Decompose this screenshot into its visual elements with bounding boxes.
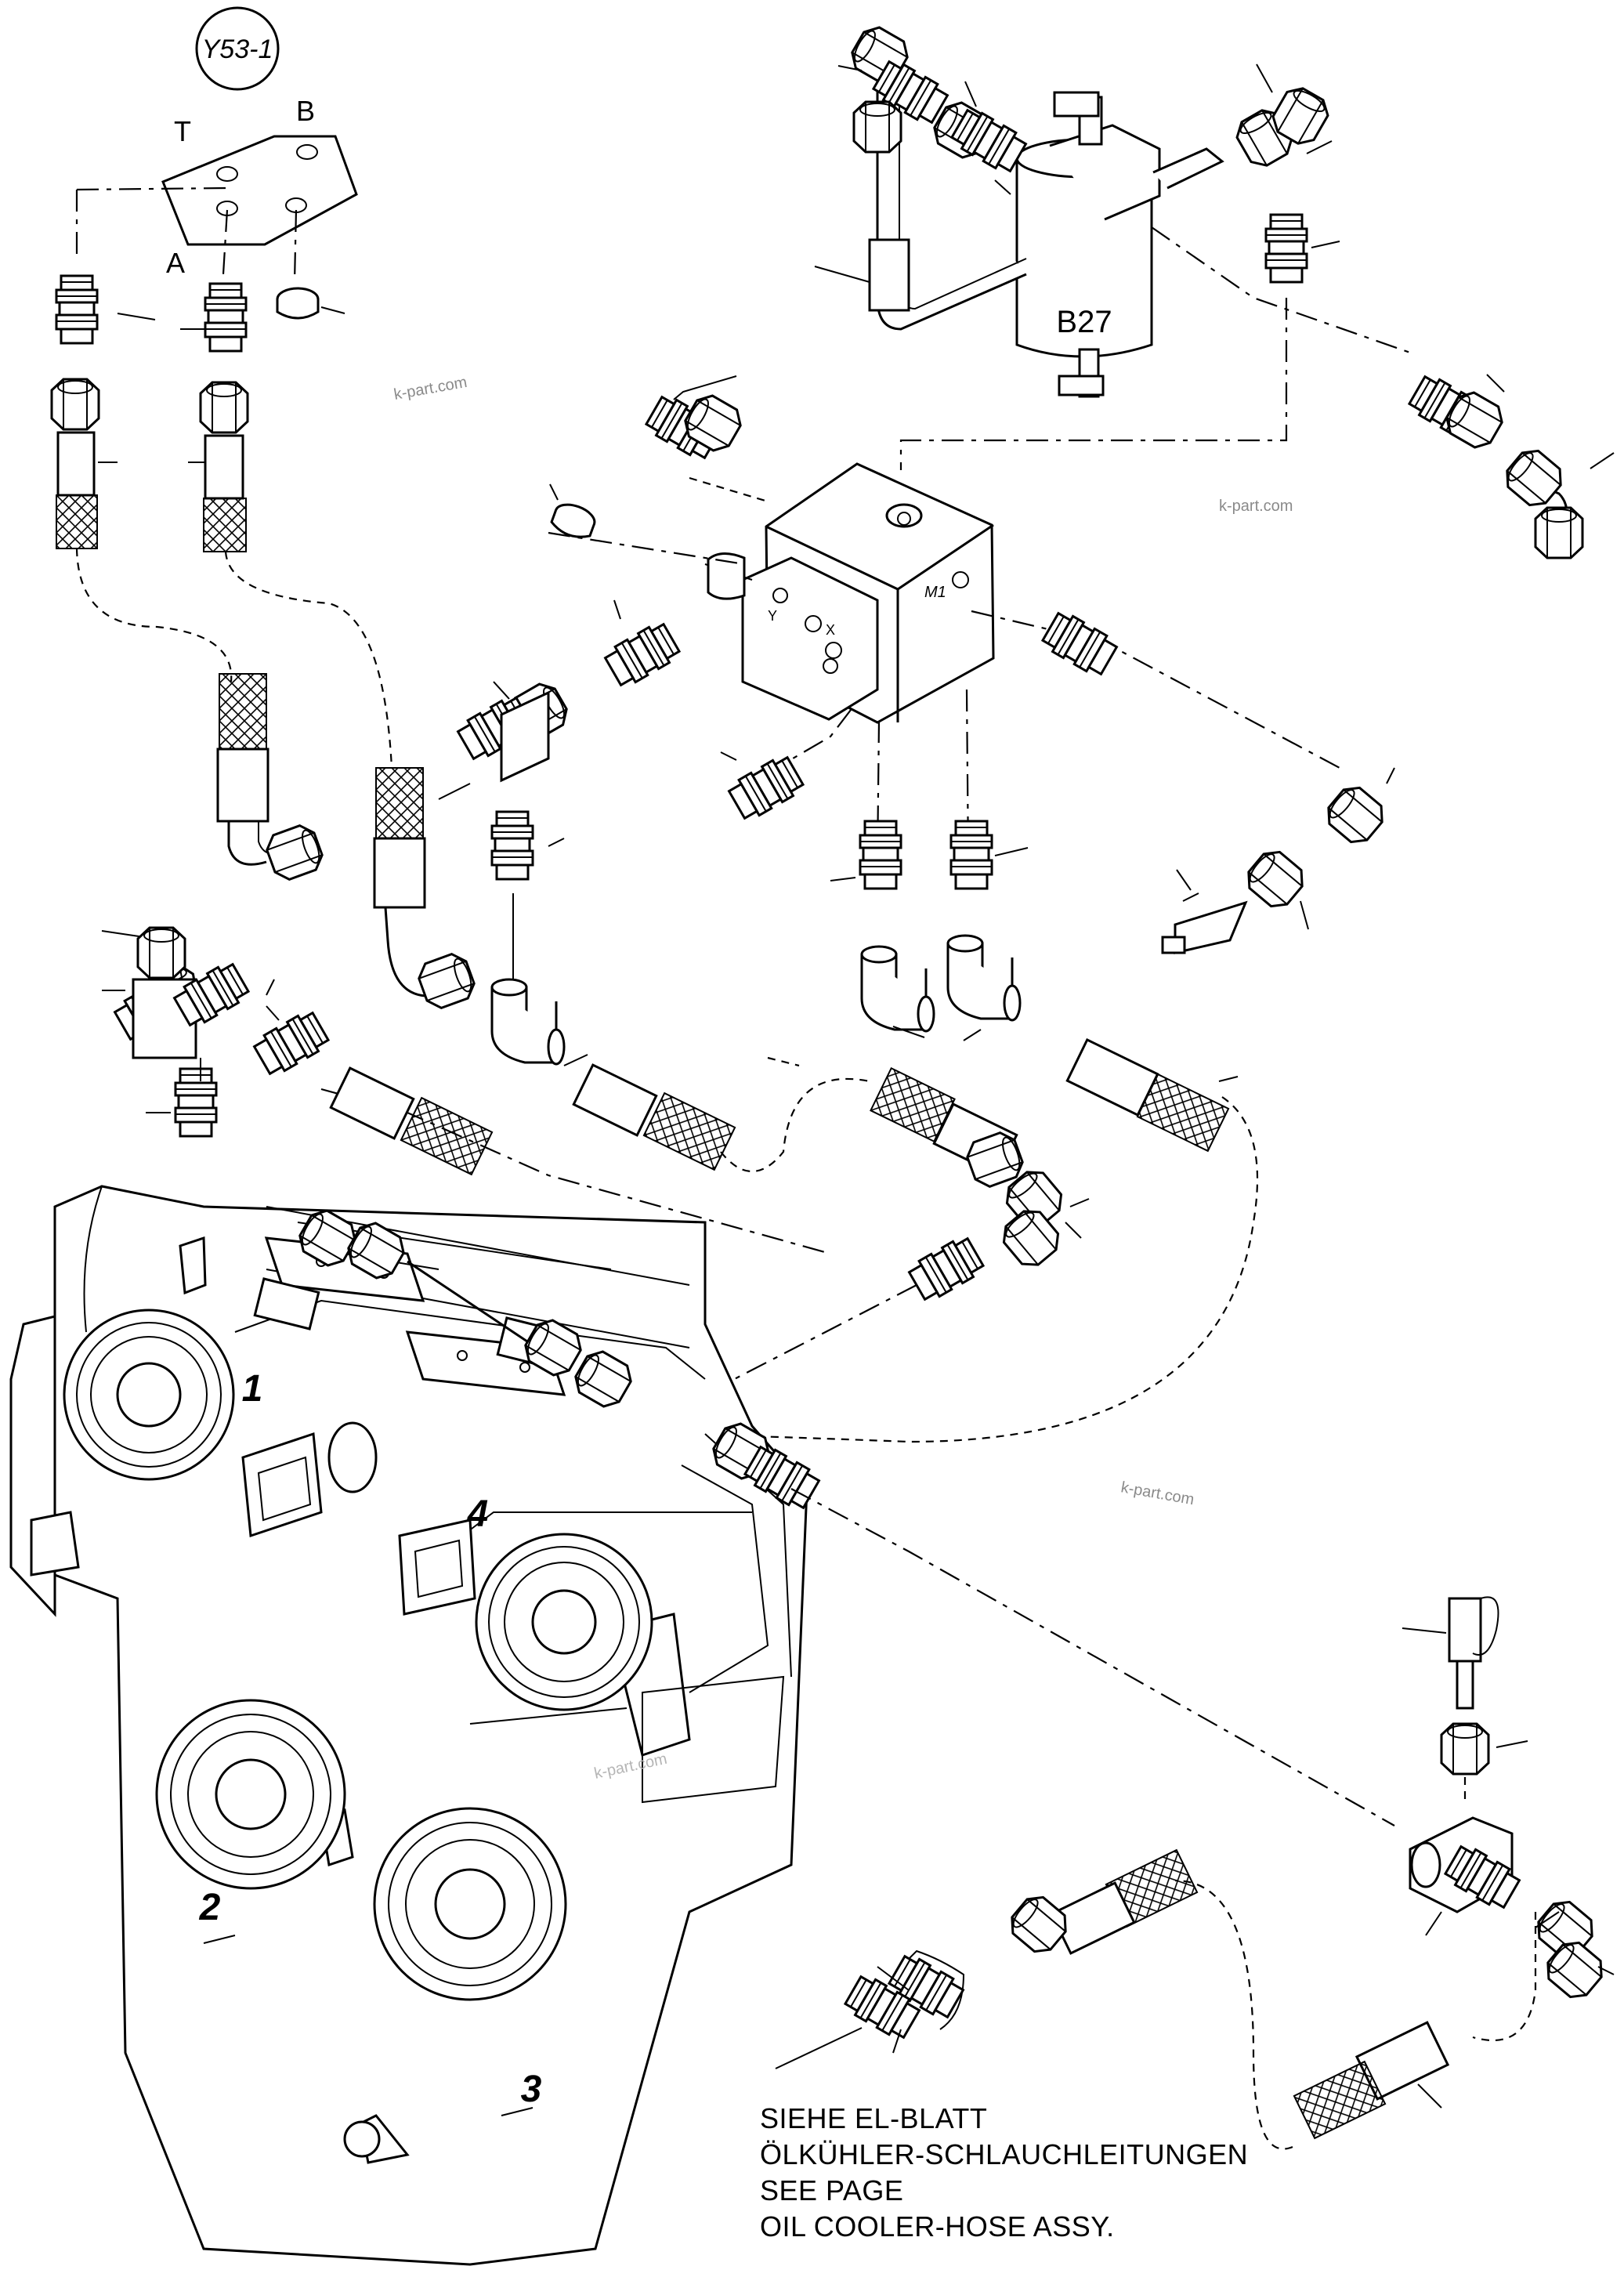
note-line-3: SEE PAGE [760, 2174, 903, 2206]
watermark-2: k-part.com [1219, 498, 1293, 515]
note-line-4: OIL COOLER-HOSE ASSY. [760, 2210, 1115, 2243]
control-block: Y X M1 [548, 375, 995, 724]
watermark-1: k-part.com [392, 374, 468, 404]
valve-y53-1: Y53-1 T B A [75, 6, 358, 283]
cover-2-label: 2 [199, 1887, 221, 1928]
block-port-y-label: Y [768, 608, 777, 624]
filter-id-label: B27 [1056, 305, 1112, 339]
note-line-1: SIEHE EL-BLATT [760, 2102, 987, 2134]
reference-note: SIEHE EL-BLATT ÖLKÜHLER-SCHLAUCHLEITUNGE… [760, 2102, 1248, 2243]
valve-id-label: Y53-1 [202, 34, 273, 64]
cover-3-label: 3 [521, 2069, 542, 2110]
gearbox-cover-1 [63, 1309, 235, 1481]
tee-fitting-left [438, 599, 683, 1066]
block-port-m1-label: M1 [924, 584, 946, 601]
gearbox-cover-4 [475, 1533, 653, 1711]
cover-4-label: 4 [467, 1493, 489, 1535]
gearbox-top-fittings [292, 1204, 1395, 1826]
port-a-label: A [166, 247, 185, 279]
cover-1-label: 1 [242, 1368, 263, 1410]
valve-hoses [50, 274, 479, 1013]
gearbox-housing: 1 2 3 4 [9, 1185, 808, 2266]
watermark-3: k-part.com [1119, 1479, 1195, 1508]
cooler-hose-assembly [775, 1596, 1615, 2150]
filter-b27: B27 [814, 91, 1224, 398]
valve-id-bubble [195, 6, 280, 91]
port-t-label: T [174, 115, 191, 147]
note-line-2: ÖLKÜHLER-SCHLAUCHLEITUNGEN [760, 2138, 1248, 2170]
connecting-hoses [101, 926, 1258, 1443]
gearbox-cover-3 [373, 1807, 567, 2001]
filter-fittings [837, 20, 1615, 559]
valve-plate [161, 135, 358, 246]
block-outlet-fittings [720, 607, 1395, 1041]
gearbox-cover-2 [155, 1699, 346, 1890]
block-port-x-label: X [826, 622, 835, 638]
port-b-label: B [296, 95, 315, 127]
